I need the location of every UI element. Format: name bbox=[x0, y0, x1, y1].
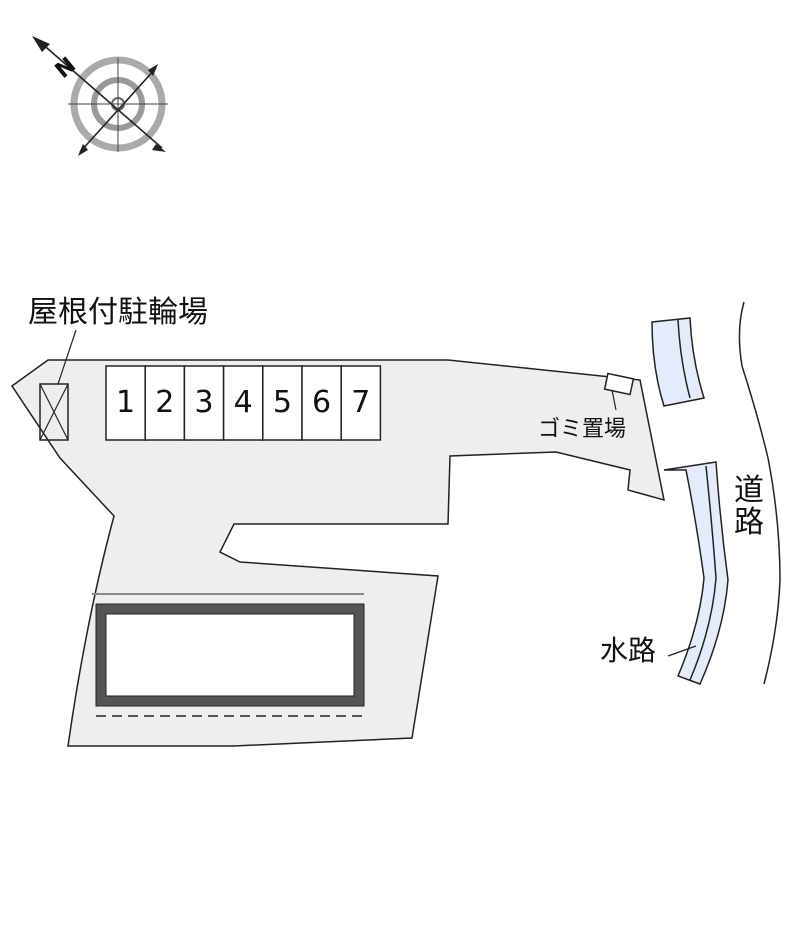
parking-space-7 bbox=[340, 365, 382, 441]
parking-space-2 bbox=[144, 365, 186, 441]
parking-space-5 bbox=[262, 365, 303, 441]
parking-space-6 bbox=[301, 365, 342, 441]
parking-space-number: 5 bbox=[273, 385, 292, 420]
waterway-lower bbox=[663, 461, 729, 685]
parking-space-number: 3 bbox=[194, 385, 213, 420]
north-label: N bbox=[51, 53, 81, 84]
parking-space-number: 6 bbox=[312, 385, 331, 420]
waterway-label: 水路 bbox=[600, 634, 656, 667]
parking-space-1 bbox=[105, 365, 146, 441]
parking-space-3 bbox=[183, 365, 225, 441]
garbage-area-leader bbox=[611, 389, 617, 411]
waterway-upper-inner bbox=[677, 319, 691, 399]
parking-space-number: 2 bbox=[155, 385, 174, 420]
road-label-char-1: 道 bbox=[734, 473, 764, 508]
bicycle-parking-cross-b bbox=[39, 383, 69, 441]
apartment-building bbox=[92, 593, 365, 717]
north-arrow-compass-icon: N bbox=[32, 36, 168, 156]
garbage-area-box bbox=[603, 372, 635, 396]
building-inner bbox=[105, 613, 355, 697]
bicycle-parking-box bbox=[39, 383, 69, 441]
road-edge-left bbox=[738, 301, 781, 685]
compass-axis-main bbox=[39, 41, 163, 149]
parking-space-4 bbox=[222, 365, 264, 441]
waterway-lower-inner bbox=[689, 465, 717, 681]
compass-arrow-sw bbox=[78, 144, 88, 156]
bicycle-parking-structure bbox=[39, 329, 77, 441]
waterway-leader bbox=[667, 645, 697, 657]
compass-arrow-ne bbox=[148, 64, 158, 76]
parking-space-number: 1 bbox=[116, 385, 135, 420]
garbage-area-label: ゴミ置場 bbox=[538, 417, 626, 442]
compass-arrow-se bbox=[152, 144, 166, 152]
bicycle-parking-leader bbox=[57, 329, 77, 385]
parking-space-number: 4 bbox=[234, 385, 253, 420]
road-label-char-2: 路 bbox=[734, 505, 764, 540]
bicycle-parking-label: 屋根付駐輪場 bbox=[28, 295, 208, 330]
north-arrow-head bbox=[32, 36, 50, 52]
parking-space-number: 7 bbox=[351, 385, 370, 420]
waterway-upper bbox=[651, 317, 705, 407]
